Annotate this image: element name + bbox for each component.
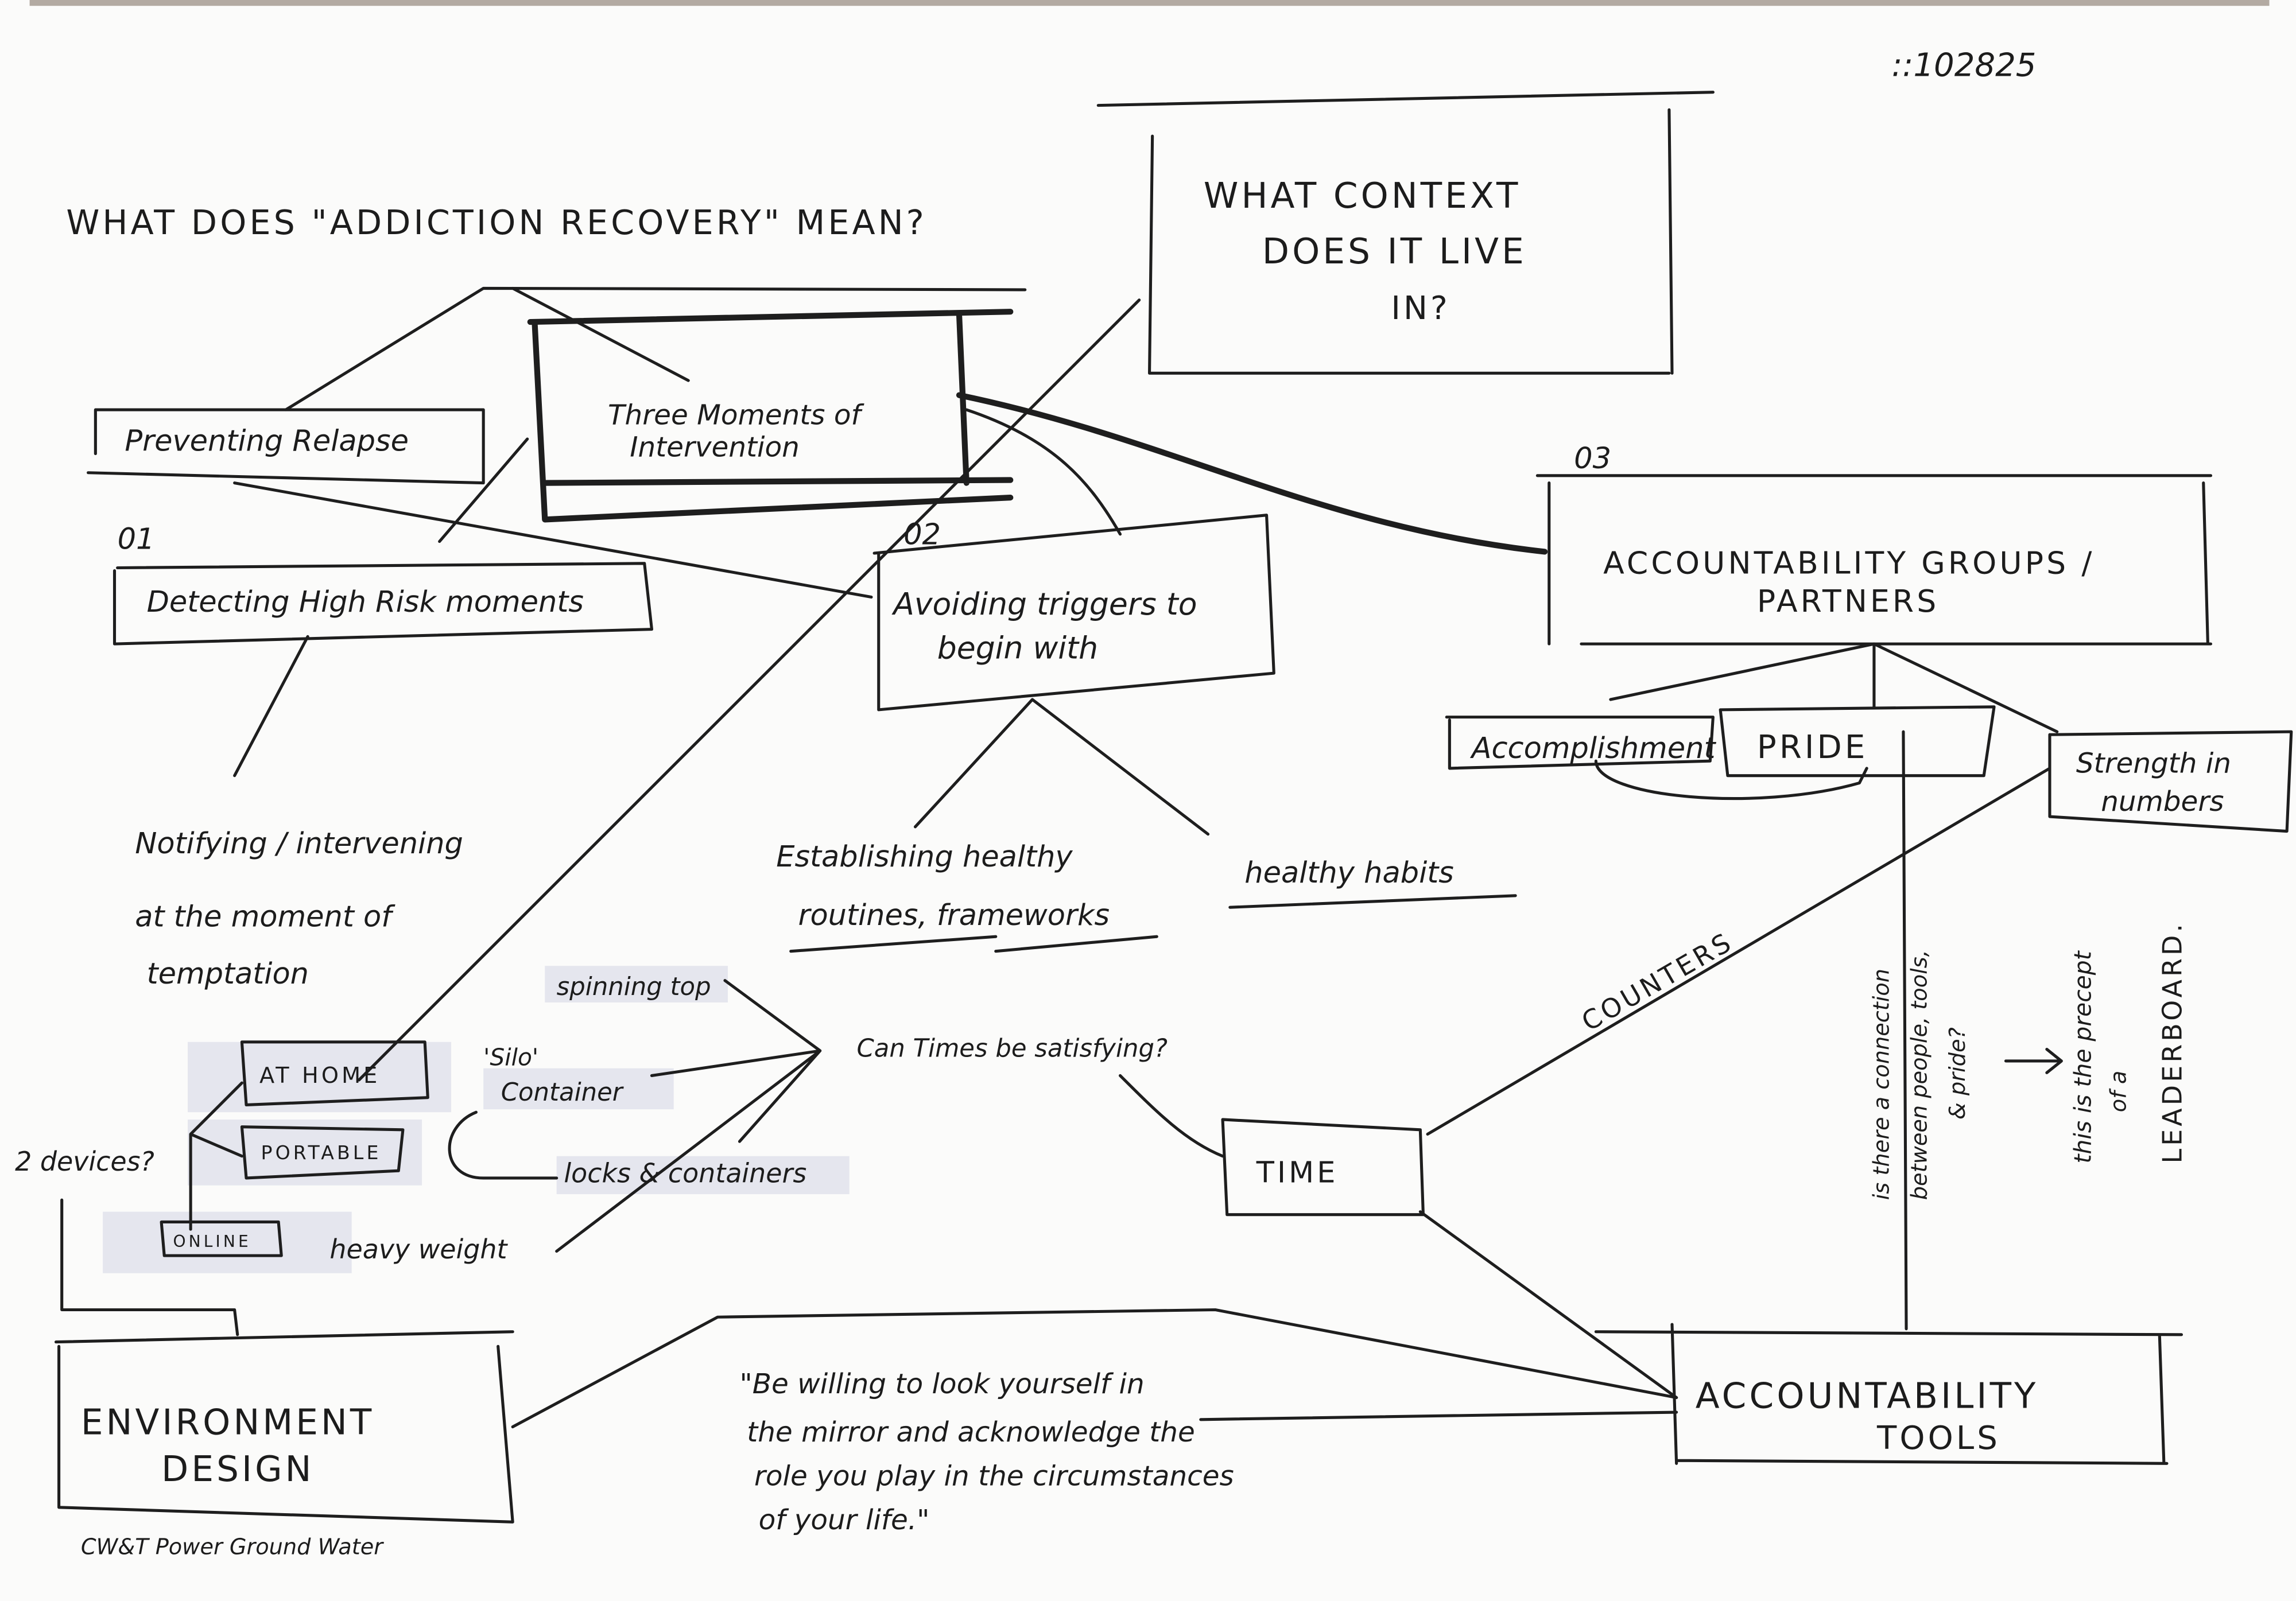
devices-question: 2 devices?	[15, 1146, 154, 1177]
svg-text:role you play in the circumsta: role you play in the circumstances	[754, 1460, 1234, 1493]
routines-note: Establishing healthy routines, framework…	[776, 840, 1158, 953]
moment-02-box: 02 Avoiding triggers to begin with	[872, 514, 1275, 712]
page-title: WHAT DOES "ADDICTION RECOVERY" MEAN?	[66, 203, 927, 242]
svg-text:routines, frameworks: routines, frameworks	[798, 899, 1110, 932]
container-label: Container	[501, 1078, 625, 1107]
notebook-binding	[29, 0, 2270, 6]
svg-text:of your life.": of your life."	[759, 1504, 930, 1536]
svg-text:TOOLS: TOOLS	[1876, 1420, 2000, 1457]
accountability-tools-box: ACCOUNTABILITY TOOLS	[1594, 1323, 2183, 1465]
heavy-weight-label: heavy weight	[329, 1234, 508, 1265]
arrow-right-icon	[2004, 1047, 2063, 1074]
environment-design-box: ENVIRONMENT DESIGN CW&T Power Ground Wat…	[54, 1330, 514, 1560]
moment-03-box: 03 ACCOUNTABILITY GROUPS / PARTNERS	[1535, 442, 2213, 646]
online-label: ONLINE	[173, 1232, 251, 1251]
leaderboard-note: this is the precept of a LEADERBOARD.	[2004, 921, 2188, 1164]
time-box: TIME	[1221, 1118, 1425, 1217]
svg-text:at the moment of: at the moment of	[135, 900, 395, 934]
connection-note: is there a connection between people, to…	[1868, 950, 1971, 1200]
three-moments-box: Three Moments of Intervention	[527, 309, 1014, 523]
strength-line: numbers	[2101, 786, 2224, 818]
svg-text:ENVIRONMENT: ENVIRONMENT	[81, 1402, 375, 1443]
at-home-label: AT HOME	[259, 1063, 380, 1089]
environment-caption: CW&T Power Ground Water	[81, 1534, 384, 1560]
svg-text:Establishing healthy: Establishing healthy	[776, 840, 1073, 874]
svg-text:between people, tools,: between people, tools,	[1907, 950, 1933, 1200]
devices-group: 2 devices? AT HOME PORTABLE ONLINE	[15, 1040, 429, 1257]
context-line: IN?	[1391, 290, 1450, 327]
svg-text:healthy habits: healthy habits	[1244, 856, 1454, 890]
svg-text:& pride?: & pride?	[1945, 1027, 1971, 1120]
three-moments-line: Three Moments of	[608, 399, 865, 432]
moment-line: ACCOUNTABILITY GROUPS /	[1603, 545, 2095, 581]
strength-box: Strength in numbers	[2048, 730, 2293, 833]
moment-line: Avoiding triggers to	[891, 586, 1197, 622]
healthy-habits-note: healthy habits	[1228, 856, 1517, 909]
can-times-question: Can Times be satisfying?	[856, 1034, 1168, 1063]
moment-01-box: 01 Detecting High Risk moments	[113, 522, 654, 646]
notifying-note: Notifying / intervening at the moment of…	[135, 827, 463, 991]
spinning-top-label: spinning top	[557, 973, 711, 1001]
moment-label: Detecting High Risk moments	[147, 585, 584, 619]
svg-text:is there a connection: is there a connection	[1868, 969, 1894, 1200]
time-label: TIME	[1256, 1156, 1339, 1190]
moment-number: 03	[1574, 442, 1611, 476]
svg-text:this is the precept: this is the precept	[2069, 950, 2096, 1163]
svg-text:LEADERBOARD.: LEADERBOARD.	[2157, 921, 2188, 1164]
moment-line: PARTNERS	[1757, 583, 1939, 619]
context-box: WHAT CONTEXT DOES IT LIVE IN?	[1096, 91, 1715, 375]
preventing-relapse-label: Preventing Relapse	[125, 424, 409, 458]
svg-text:the mirror and acknowledge the: the mirror and acknowledge the	[747, 1416, 1195, 1448]
counters-label: COUNTERS	[1576, 926, 1738, 1037]
moment-number: 01	[118, 522, 155, 556]
quote-note: "Be willing to look yourself in the mirr…	[739, 1368, 1234, 1536]
connector-lines	[60, 286, 2059, 1429]
context-line: DOES IT LIVE	[1262, 231, 1527, 272]
svg-text:"Be willing to look yourself i: "Be willing to look yourself in	[739, 1368, 1144, 1400]
accomplishment-box: Accomplishment	[1445, 716, 1717, 770]
portable-label: PORTABLE	[261, 1141, 382, 1164]
svg-text:ACCOUNTABILITY: ACCOUNTABILITY	[1696, 1375, 2039, 1416]
silo-label: 'Silo'	[483, 1044, 538, 1071]
accomplishment-label: Accomplishment	[1470, 732, 1717, 765]
moment-line: begin with	[937, 630, 1098, 666]
svg-text:Notifying / intervening: Notifying / intervening	[135, 827, 463, 861]
preventing-relapse-box: Preventing Relapse	[87, 408, 485, 485]
highlight-marks	[103, 966, 850, 1273]
svg-text:DESIGN: DESIGN	[161, 1449, 314, 1490]
context-line: WHAT CONTEXT	[1204, 176, 1521, 216]
pride-box: PRIDE	[1719, 705, 1996, 778]
date-mark: ::102825	[1892, 47, 2037, 84]
locks-label: locks & containers	[564, 1158, 806, 1189]
svg-text:of a: of a	[2106, 1071, 2132, 1112]
svg-text:temptation: temptation	[147, 957, 309, 991]
three-moments-line: Intervention	[630, 432, 800, 464]
strength-line: Strength in	[2076, 748, 2231, 780]
pride-label: PRIDE	[1757, 729, 1868, 766]
